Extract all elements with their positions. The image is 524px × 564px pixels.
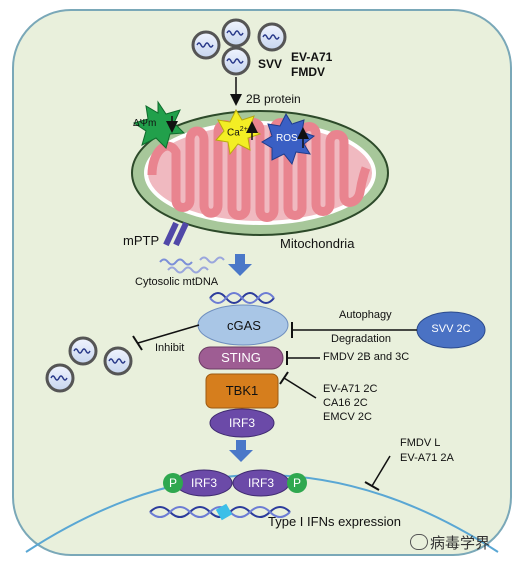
label-calcium: Ca2+ (227, 126, 248, 139)
label-cgas: cGAS (227, 318, 261, 333)
block-arrow-irf3-to-nucleus (229, 440, 253, 462)
sting-node (198, 346, 284, 370)
label-ifn-expression: Type I IFNs expression (268, 514, 401, 529)
label-phospho-right: P (292, 476, 301, 490)
mtdna-fragment (159, 258, 193, 266)
label-phospho-left: P (168, 476, 177, 490)
block-arrow-mtdna-to-cgas (228, 254, 252, 276)
label-ev-a71-2c: EV-A71 2C (323, 383, 378, 395)
virus-particle-icon (257, 22, 287, 52)
label-svv-2c: SVV 2C (431, 323, 471, 335)
gene-highlight (215, 503, 233, 521)
label-autophagy: Autophagy (339, 309, 392, 321)
virus-label-ev-a71: EV-A71 (291, 50, 333, 64)
virus-particle-icon (221, 46, 251, 76)
virus-label-fmdv: FMDV (291, 65, 325, 79)
label-sting: STING (221, 350, 261, 365)
inhibit-bar (279, 371, 289, 385)
virus-particle-icon (103, 346, 133, 376)
inhibit-bar (364, 481, 380, 491)
label-delta-psi: ΔΨm (133, 118, 157, 129)
phospho-right (287, 473, 307, 493)
irf3-node (209, 408, 275, 438)
mtdna-fragment (199, 256, 225, 264)
label-mitochondria: Mitochondria (280, 236, 355, 251)
inhibit-line-cgas-to-virus (137, 324, 200, 344)
label-fmdv-2b-3c: FMDV 2B and 3C (323, 351, 410, 363)
label-fmdv-l: FMDV L (400, 437, 441, 449)
label-2b-protein: 2B protein (246, 92, 301, 106)
label-inhibit: Inhibit (155, 342, 185, 354)
virus-particle-icon (221, 18, 251, 48)
mptp-channel (163, 221, 189, 247)
label-irf3: IRF3 (228, 416, 255, 430)
cell-membrane (12, 9, 512, 556)
genomic-dna (149, 506, 291, 518)
label-ca16-2c: CA16 2C (323, 397, 368, 409)
label-mptp: mPTP (123, 233, 160, 248)
label-irf3-dimer-right: IRF3 (247, 476, 274, 490)
wechat-icon (410, 534, 428, 550)
inhibit-line-2c-to-tbk1 (283, 377, 317, 399)
mitochondrion (131, 110, 389, 236)
inhibit-line-l-2a-to-nucleus (371, 455, 391, 487)
label-ros: ROS (276, 133, 298, 144)
inhibit-bar (132, 335, 143, 351)
label-tbk1: TBK1 (225, 383, 259, 398)
phospho-left (163, 473, 183, 493)
label-ev-a71-2a: EV-A71 2A (400, 452, 454, 464)
watermark-label: 病毒学界 (430, 534, 491, 552)
membrane-potential-star-icon (132, 100, 186, 149)
label-emcv-2c: EMCV 2C (323, 411, 372, 423)
virus-particle-icon (191, 30, 221, 60)
mito-cristae (147, 118, 371, 222)
label-cytosolic-mtdna: Cytosolic mtDNA (135, 276, 219, 288)
dna-helix (209, 292, 275, 304)
virus-particle-icon (68, 336, 98, 366)
virus-label-svv: SVV (258, 57, 283, 71)
tbk1-node (205, 373, 279, 409)
label-irf3-dimer-left: IRF3 (190, 476, 217, 490)
mtdna-fragment (167, 266, 209, 274)
label-degradation: Degradation (331, 333, 391, 345)
virus-particle-icon (45, 363, 75, 393)
